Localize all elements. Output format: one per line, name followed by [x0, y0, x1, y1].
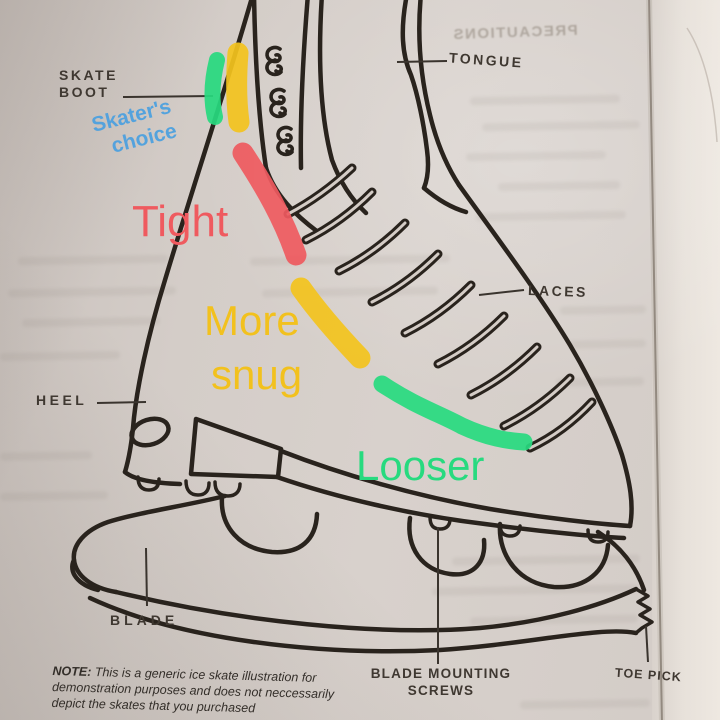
- blade-assembly: [70, 493, 654, 654]
- label-heel: HEEL: [36, 392, 88, 408]
- marker-yellow-top: [226, 42, 250, 133]
- marker-strokes: [204, 42, 533, 451]
- marker-red-ankle: [232, 142, 307, 266]
- annotation-snug: snug: [211, 351, 303, 398]
- label-skate-boot-line2: BOOT: [59, 84, 110, 100]
- leader-lines: [96, 60, 649, 664]
- marker-green-top: [204, 52, 225, 125]
- annotation-tight: Tight: [132, 197, 229, 246]
- annotation-looser: Looser: [356, 442, 485, 489]
- label-laces: LACES: [527, 281, 589, 301]
- label-blade-mounting-screws: BLADE MOUNTING SCREWS: [352, 665, 530, 699]
- label-skate-boot: SKATE BOOT: [59, 67, 118, 101]
- leader-heel: [96, 401, 147, 404]
- label-blade: BLADE: [110, 612, 179, 628]
- label-skate-boot-line1: SKATE: [59, 67, 118, 83]
- laces: [283, 163, 597, 453]
- label-blade-mounting-line2: SCREWS: [407, 683, 475, 698]
- boot-outline: [122, 0, 634, 541]
- marker-green-toe: [373, 375, 533, 451]
- lace-hooks: [265, 45, 294, 157]
- toe-pick-zigzag: [634, 587, 654, 635]
- page-edge-lines: [646, 0, 718, 720]
- annotation-more: More: [204, 297, 300, 344]
- footnote-prefix: NOTE:: [52, 663, 92, 679]
- label-blade-mounting-line1: BLADE MOUNTING: [370, 666, 512, 681]
- leader-skate-boot: [122, 95, 214, 98]
- leader-toe-pick: [645, 625, 649, 663]
- page-edge: [652, 0, 720, 720]
- leader-blade: [145, 547, 148, 607]
- marker-yellow-midfoot: [290, 277, 371, 369]
- leader-tongue: [396, 60, 448, 63]
- footnote: NOTE: This is a generic ice skate illust…: [51, 663, 362, 719]
- leader-laces: [478, 289, 525, 296]
